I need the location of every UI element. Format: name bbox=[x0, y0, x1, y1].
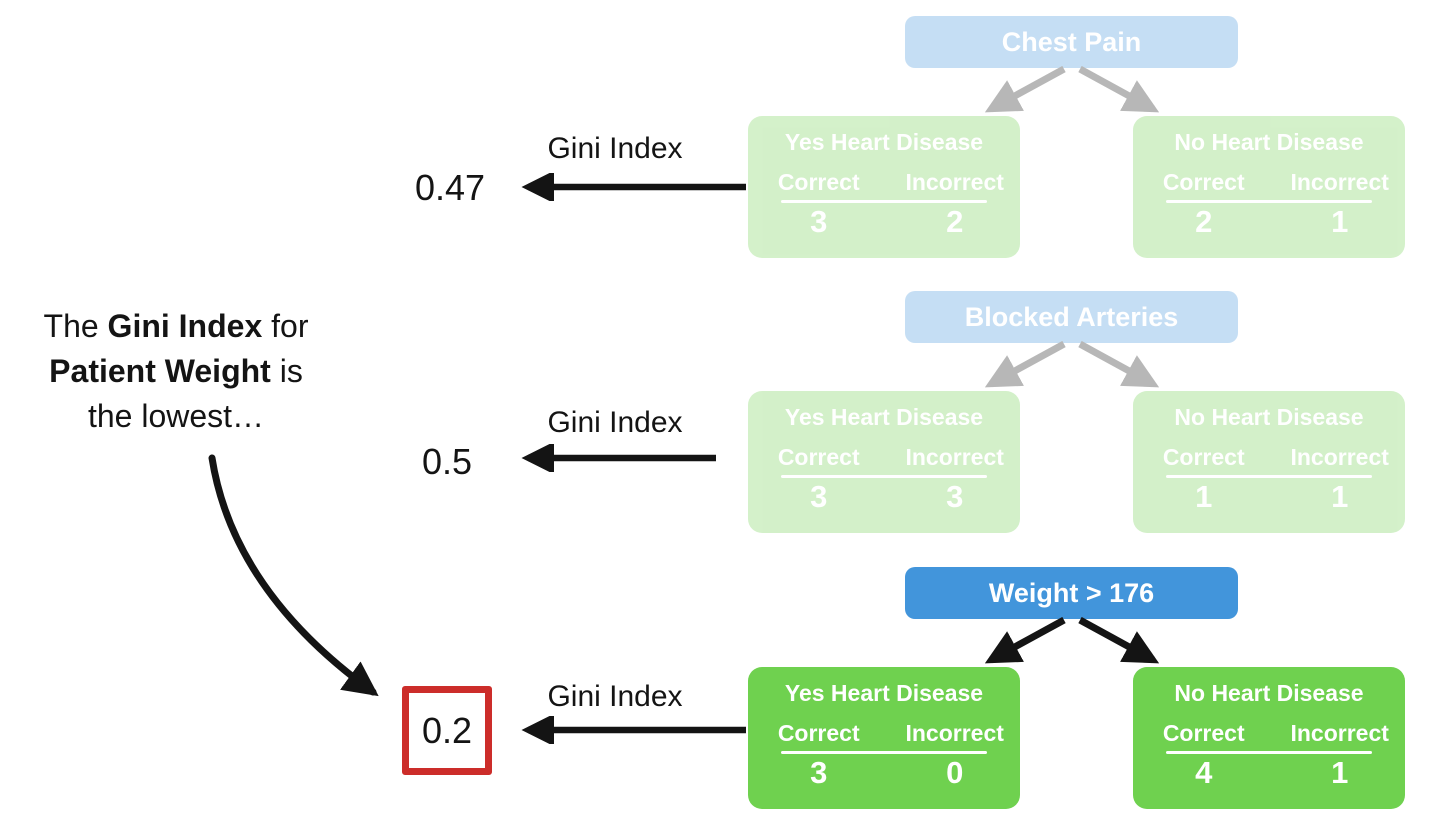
arrow-left-icon bbox=[521, 444, 716, 472]
annotation-text-regular: for bbox=[262, 308, 309, 344]
divider-line bbox=[1165, 200, 1373, 203]
annotation-text-regular: The bbox=[43, 308, 108, 344]
branch-arrows-icon bbox=[984, 341, 1160, 388]
leaf-yes-heart-disease: Yes Heart Disease Correct Incorrect 3 3 bbox=[748, 391, 1020, 533]
root-node-blocked-arteries: Blocked Arteries bbox=[905, 291, 1238, 343]
incorrect-count: 0 bbox=[946, 755, 964, 790]
leaf-no-heart-disease: No Heart Disease Correct Incorrect 1 1 bbox=[1133, 391, 1405, 533]
divider-line bbox=[1165, 475, 1373, 478]
correct-count: 1 bbox=[1195, 479, 1213, 514]
annotation-line-3: the lowest… bbox=[87, 398, 265, 434]
arrow-left-icon bbox=[521, 716, 746, 744]
incorrect-header: Incorrect bbox=[905, 444, 1004, 470]
correct-header: Correct bbox=[1162, 169, 1245, 195]
lowest-gini-highlight-box: 0.2 bbox=[402, 686, 492, 775]
annotation-line-1: The Gini Index for bbox=[4, 304, 348, 349]
leaf-no-heart-disease: No Heart Disease Correct Incorrect 2 1 bbox=[1133, 116, 1405, 258]
annotation-text: The Gini Index for Patient Weight is the… bbox=[4, 304, 348, 439]
annotation-text-regular: is bbox=[270, 353, 303, 389]
incorrect-header: Incorrect bbox=[1290, 169, 1389, 195]
leaf-title: Yes Heart Disease bbox=[784, 404, 984, 430]
incorrect-count: 1 bbox=[1331, 204, 1349, 239]
curved-arrow-icon bbox=[208, 454, 379, 697]
gini-value-chest-pain: 0.47 bbox=[414, 167, 486, 208]
annotation-text-bold-gini-index: Gini Index bbox=[107, 308, 263, 344]
leaf-title: No Heart Disease bbox=[1174, 404, 1364, 430]
correct-header: Correct bbox=[1162, 720, 1245, 746]
root-node-weight-threshold: Weight > 176 bbox=[905, 567, 1238, 619]
correct-count: 2 bbox=[1195, 204, 1213, 239]
leaf-title: No Heart Disease bbox=[1174, 129, 1364, 155]
incorrect-count: 1 bbox=[1331, 479, 1349, 514]
divider-line bbox=[780, 751, 988, 754]
tree-patient-weight: Weight > 176 Yes Heart Disease Correct I… bbox=[748, 567, 1405, 811]
incorrect-count: 1 bbox=[1331, 755, 1349, 790]
branch-arrows-icon bbox=[984, 617, 1160, 664]
correct-header: Correct bbox=[1162, 444, 1245, 470]
gini-index-label-1: Gini Index bbox=[547, 132, 683, 165]
root-node-chest-pain: Chest Pain bbox=[905, 16, 1238, 68]
leaf-no-heart-disease: No Heart Disease Correct Incorrect 4 1 bbox=[1133, 667, 1405, 809]
correct-count: 4 bbox=[1195, 755, 1213, 790]
correct-count: 3 bbox=[810, 204, 828, 239]
correct-header: Correct bbox=[777, 169, 860, 195]
divider-line bbox=[1165, 751, 1373, 754]
correct-count: 3 bbox=[810, 479, 828, 514]
branch-arrows-icon bbox=[984, 66, 1160, 113]
incorrect-count: 3 bbox=[946, 479, 964, 514]
correct-header: Correct bbox=[777, 444, 860, 470]
leaf-yes-heart-disease: Yes Heart Disease Correct Incorrect 3 2 bbox=[748, 116, 1020, 258]
incorrect-header: Incorrect bbox=[905, 720, 1004, 746]
tree-chest-pain: Chest Pain Yes Heart Disease Correct Inc… bbox=[748, 16, 1405, 260]
gini-index-label-2: Gini Index bbox=[547, 406, 683, 439]
annotation-text-bold-patient-weight: Patient Weight bbox=[49, 353, 271, 389]
divider-line bbox=[780, 200, 988, 203]
leaf-title: No Heart Disease bbox=[1174, 680, 1364, 706]
annotation-line-2: Patient Weight is bbox=[4, 349, 348, 394]
correct-header: Correct bbox=[777, 720, 860, 746]
gini-value-patient-weight: 0.2 bbox=[421, 709, 473, 751]
leaf-yes-heart-disease: Yes Heart Disease Correct Incorrect 3 0 bbox=[748, 667, 1020, 809]
tree-blocked-arteries: Blocked Arteries Yes Heart Disease Corre… bbox=[748, 291, 1405, 535]
leaf-title: Yes Heart Disease bbox=[784, 680, 984, 706]
incorrect-header: Incorrect bbox=[1290, 720, 1389, 746]
gini-index-label-3: Gini Index bbox=[547, 680, 683, 713]
gini-value-blocked-arteries: 0.5 bbox=[421, 441, 473, 482]
correct-count: 3 bbox=[810, 755, 828, 790]
incorrect-count: 2 bbox=[946, 204, 964, 239]
leaf-title: Yes Heart Disease bbox=[784, 129, 984, 155]
incorrect-header: Incorrect bbox=[1290, 444, 1389, 470]
incorrect-header: Incorrect bbox=[905, 169, 1004, 195]
divider-line bbox=[780, 475, 988, 478]
arrow-left-icon bbox=[521, 173, 746, 201]
